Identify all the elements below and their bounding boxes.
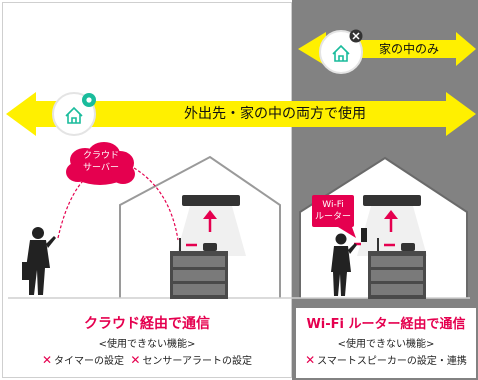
signal-line-cloud-house [133,167,179,241]
cloud-server-bubble [66,142,135,185]
left-panel-title: クラウド経由で通信 [84,316,210,332]
limitation-item: スマートスピーカーの設定・連携 [317,356,467,367]
right-caption-bg [296,308,476,378]
up-arrow-left [203,210,217,232]
bottom-arrow [6,92,476,136]
left-border [2,2,292,378]
wifi-router-bubble [312,195,356,238]
limitation-item: タイマーの設定 [54,356,125,367]
wifi-badge-icon [82,93,96,107]
battery-unit-left [170,238,228,299]
wifi-router-label: Wi-Fi ルーター [314,200,351,222]
cross-icon: ✕ [130,353,141,367]
right-panel-limitations: ✕スマートスピーカーの設定・連携 [296,352,476,367]
person-inside [331,233,357,296]
left-house-outline [119,155,281,298]
person-outside [22,227,56,295]
right-panel-subtitle: <使用できない機能> [337,339,435,350]
home-icon-top [319,30,363,74]
cloud-server-label: クラウド サーバー [82,151,119,173]
right-panel-title: Wi-Fi ルーター経由で通信 [306,317,466,332]
bottom-arrow-label: 外出先・家の中の両方で使用 [184,106,366,122]
left-panel-subtitle: <使用できない機能> [98,339,196,350]
close-badge-icon [349,29,363,43]
cross-icon: ✕ [41,353,53,367]
limitation-item: センサーアラートの設定 [142,356,253,367]
battery-unit-right [368,238,426,299]
top-arrow-label: 家の中のみ [378,42,439,56]
up-arrow-right [384,210,398,232]
cross-icon: ✕ [305,353,316,367]
left-panel-limitations: ✕タイマーの設定 ✕センサーアラートの設定 [3,352,291,367]
signal-line-phone-cloud [57,169,97,239]
